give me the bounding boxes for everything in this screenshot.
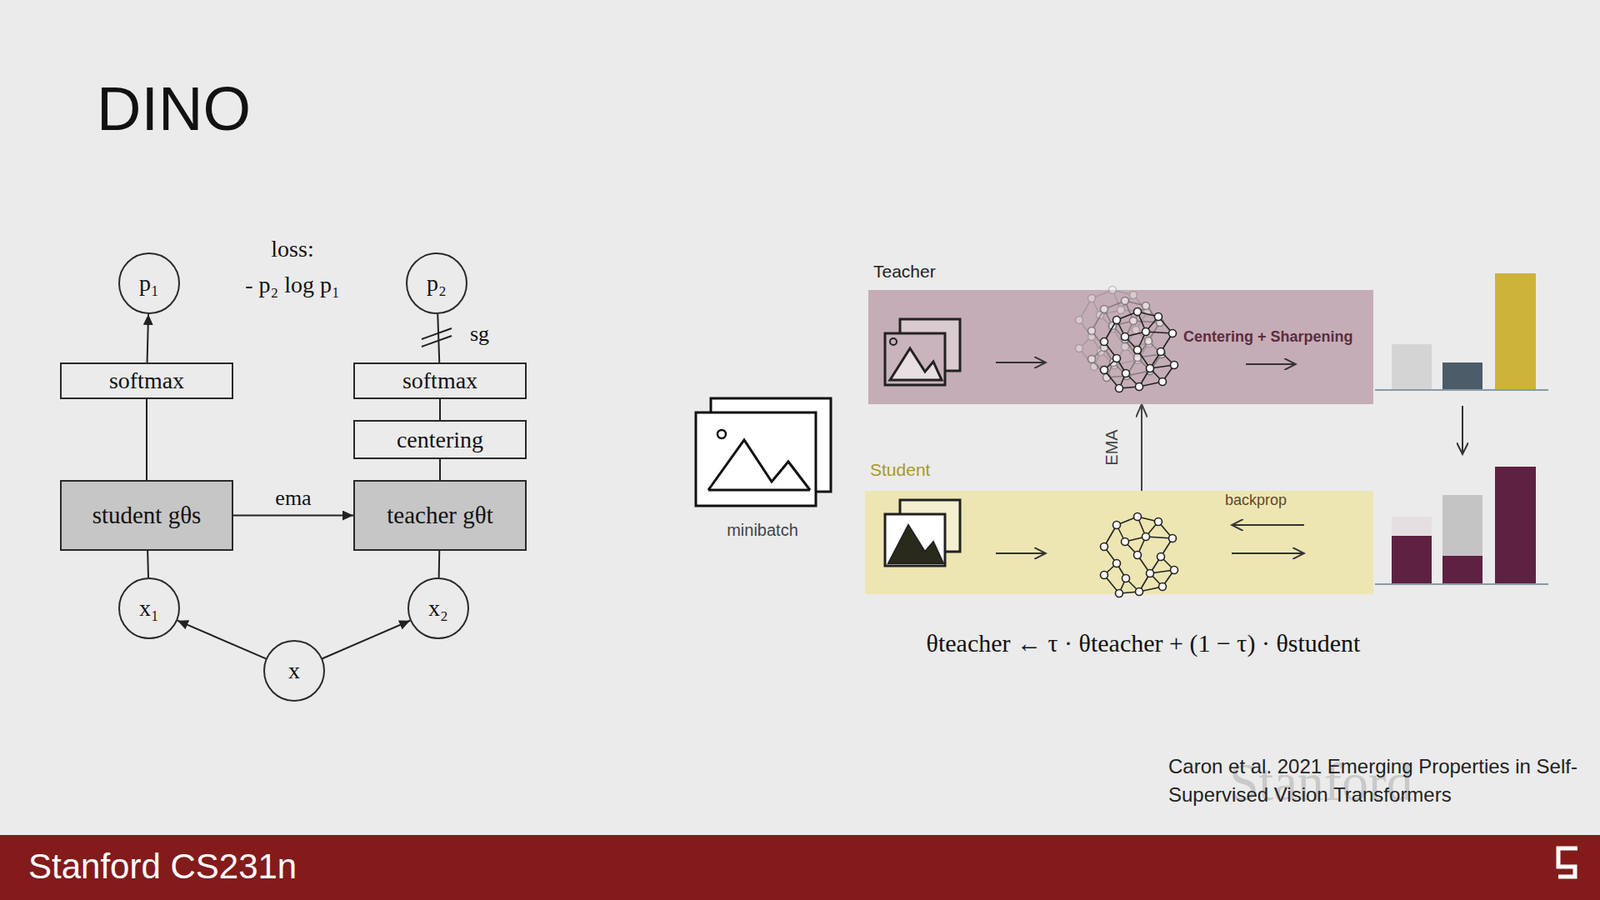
student-bar-chart [1375,466,1549,585]
input-circle: x₂ [407,577,470,640]
stop-grad-mark [421,335,452,347]
loss-formula-wrap: - p₂ log p₁ [245,271,340,299]
band-text-wrap: Centering + Sharpening [1183,328,1354,346]
band-heading: Teacher [873,261,936,282]
flow-arrow [1245,363,1296,365]
network-box: teacher gθt [353,480,527,551]
slide-title-wrap: DINO [96,73,251,145]
loss-label-wrap: loss: [270,235,314,263]
edge-label: EMA [1102,429,1122,465]
footer-text-wrap: Stanford CS231n [28,846,297,887]
stanford-logo [1558,848,1578,877]
backprop-arrow [1231,524,1305,526]
softmax-box: softmax [353,362,527,400]
connector [147,314,149,363]
output-circle: p₂ [405,252,468,315]
stop-grad-label-wrap: sg [470,321,490,347]
connector [233,515,354,517]
node-label: teacher gθt [386,501,493,530]
ema-equation-wrap: θteacher ← τ · θteacher + (1 − τ) · θstu… [926,629,1361,658]
node-label: softmax [402,367,478,395]
connector [1140,404,1143,491]
loss-label: loss: [270,235,314,263]
input-circle: x₁ [118,577,180,640]
connector [439,399,441,420]
edge-label: ema [275,485,311,511]
input-circle: x [263,640,325,702]
output-circle: p₁ [118,252,180,315]
citation: Caron et al. 2021 Emerging Properties in… [1168,752,1595,810]
edge-label-wrap: ema [275,485,311,511]
loss-formula: - p₂ log p₁ [245,271,340,299]
connector [146,550,150,578]
centering-box: centering [353,420,527,460]
minibatch-icon [695,398,831,506]
node-label: x₁ [139,595,160,622]
student-network [1100,513,1179,598]
connector [177,620,266,660]
student-image-icon [885,500,960,566]
node-label: softmax [109,367,185,395]
node-label: student gθs [92,501,202,530]
ema-equation: θteacher ← τ · θteacher + (1 − τ) · θstu… [926,629,1361,658]
flow-arrow [995,552,1046,555]
band-text-wrap: backprop [1225,491,1287,510]
band-heading-wrap: Student [870,460,930,480]
connector [322,620,410,660]
connector [438,550,441,578]
slide-title: DINO [96,73,251,145]
teacher-image-icon [885,319,960,385]
band-heading: Student [870,460,930,480]
connector [437,314,440,363]
band-text: backprop [1225,491,1287,510]
band-text: Centering + Sharpening [1183,328,1354,346]
footer-text: Stanford CS231n [28,846,297,887]
minibatch-label: minibatch [726,520,799,540]
connector [145,399,148,480]
edge-label-wrap: EMA [1102,429,1122,465]
node-label: p₁ [139,270,160,297]
flow-arrow [995,361,1046,364]
softmax-box: softmax [60,362,234,400]
teacher-network [1075,286,1179,393]
node-label: x₂ [428,595,449,622]
minibatch-label-wrap: minibatch [726,520,799,540]
network-box: student gθs [60,480,234,551]
node-label: p₂ [426,270,447,297]
citation-wrap: Caron et al. 2021 Emerging Properties in… [1168,752,1595,810]
flow-arrow [1231,552,1305,555]
node-label: x [288,657,300,685]
stop-grad-label: sg [470,321,490,347]
connector [439,459,441,480]
band-heading-wrap: Teacher [873,261,936,282]
teacher-bar-chart [1375,273,1549,390]
down-arrow [1461,405,1464,455]
node-label: centering [396,426,484,454]
